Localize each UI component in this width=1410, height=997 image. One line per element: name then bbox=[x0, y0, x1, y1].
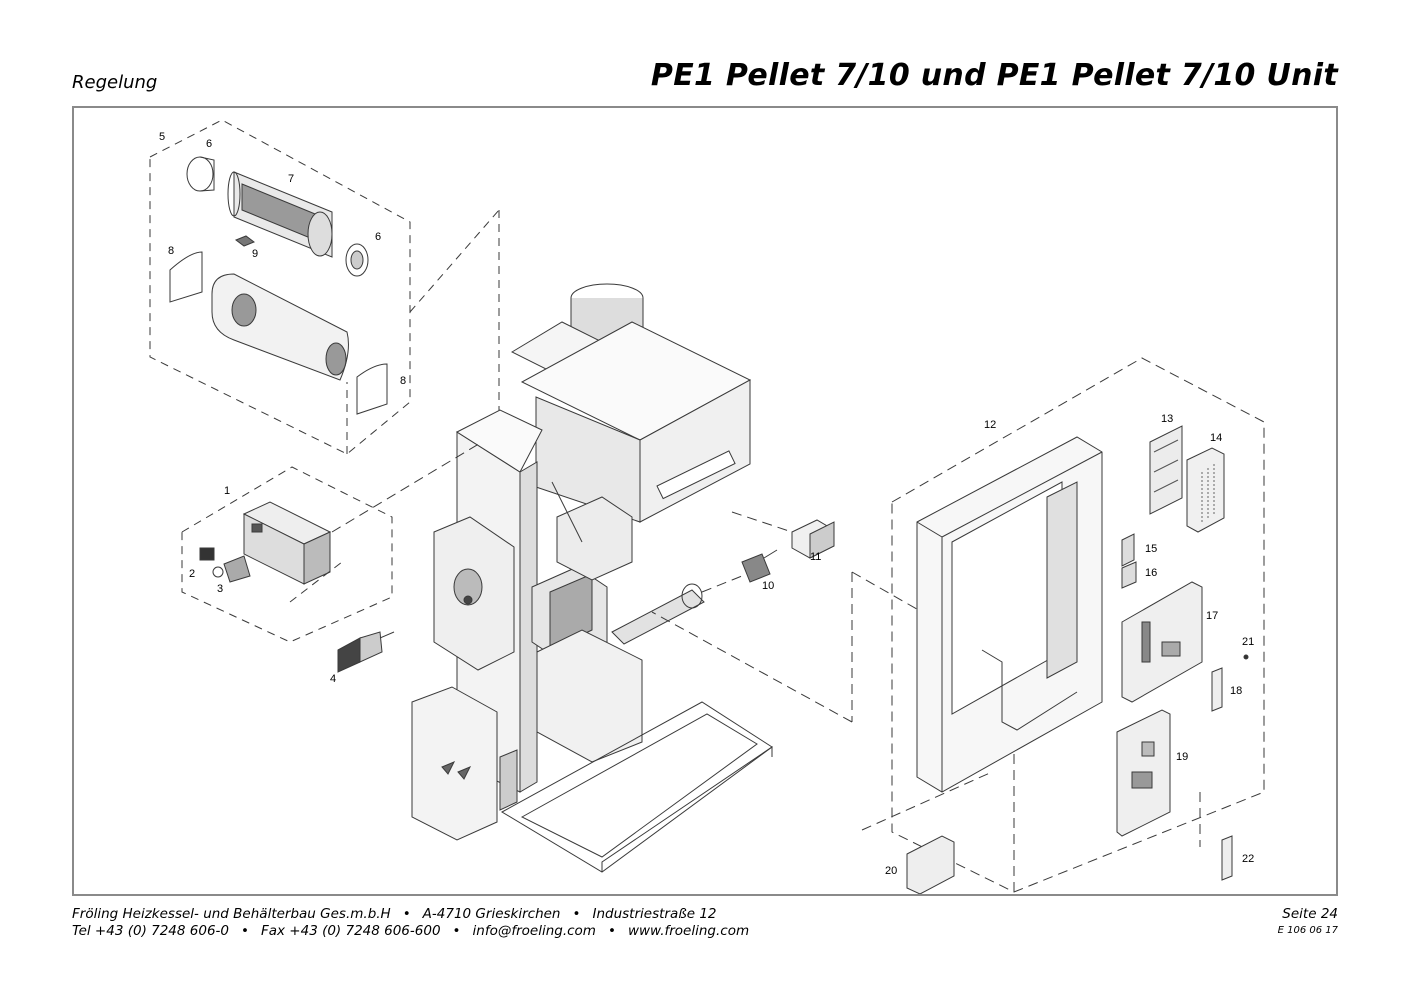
callout-4: 4 bbox=[330, 673, 336, 685]
section-label: Regelung bbox=[72, 72, 158, 93]
footer-line-2: Tel +43 (0) 7248 606-0•Fax +43 (0) 7248 … bbox=[72, 923, 750, 939]
boiler-assembly bbox=[411, 283, 773, 873]
callout-21: 21 bbox=[1242, 636, 1254, 648]
group-1-switch-box bbox=[181, 466, 395, 673]
document-title: PE1 Pellet 7/10 und PE1 Pellet 7/10 Unit bbox=[650, 58, 1338, 93]
callout-8a: 8 bbox=[168, 245, 174, 257]
callout-6a: 6 bbox=[206, 138, 212, 150]
callout-9: 9 bbox=[252, 248, 258, 260]
callout-20: 20 bbox=[885, 865, 897, 877]
company-address: A-4710 Grieskirchen bbox=[422, 906, 561, 922]
callout-6b: 6 bbox=[375, 231, 381, 243]
callout-7: 7 bbox=[288, 173, 294, 185]
email-address: info@froeling.com bbox=[472, 923, 596, 939]
callout-1: 1 bbox=[224, 485, 230, 497]
callout-11: 11 bbox=[810, 551, 821, 563]
callout-5: 5 bbox=[159, 131, 165, 143]
parts-10-11 bbox=[741, 519, 835, 583]
callout-13: 13 bbox=[1161, 413, 1173, 425]
callout-12: 12 bbox=[984, 419, 996, 431]
exploded-drawing-frame: 1 2 3 4 5 6 6 7 8 8 9 10 11 12 13 14 15 … bbox=[72, 106, 1338, 896]
callout-3: 3 bbox=[217, 583, 223, 595]
exploded-parts-drawing: 1 2 3 4 5 6 6 7 8 8 9 10 11 12 13 14 15 … bbox=[149, 119, 1265, 894]
group-5-display-unit bbox=[149, 119, 500, 455]
callout-14: 14 bbox=[1210, 432, 1222, 444]
website: www.froeling.com bbox=[627, 923, 750, 939]
page-number: Seite 24 bbox=[1282, 906, 1338, 922]
footer-contact: Fröling Heizkessel- und Behälterbau Ges.… bbox=[72, 906, 749, 940]
group-12-electronics bbox=[861, 357, 1265, 894]
callout-15: 15 bbox=[1145, 543, 1157, 555]
callout-22: 22 bbox=[1242, 853, 1254, 865]
company-street: Industriestraße 12 bbox=[592, 906, 717, 922]
phone-number: Tel +43 (0) 7248 606-0 bbox=[72, 923, 229, 939]
document-code: E 106 06 17 bbox=[1277, 925, 1338, 936]
callout-labels: 1 2 3 4 5 6 6 7 8 8 9 10 11 12 13 14 15 … bbox=[159, 131, 1254, 877]
callout-10: 10 bbox=[762, 580, 774, 592]
callout-18: 18 bbox=[1230, 685, 1242, 697]
callout-8b: 8 bbox=[400, 375, 406, 387]
leader-lines bbox=[331, 441, 923, 723]
callout-19: 19 bbox=[1176, 751, 1188, 763]
footer-line-1: Fröling Heizkessel- und Behälterbau Ges.… bbox=[72, 906, 717, 922]
callout-16: 16 bbox=[1145, 567, 1157, 579]
company-name: Fröling Heizkessel- und Behälterbau Ges.… bbox=[72, 906, 391, 922]
callout-17: 17 bbox=[1206, 610, 1218, 622]
fax-number: Fax +43 (0) 7248 606-600 bbox=[260, 923, 441, 939]
callout-2: 2 bbox=[189, 568, 195, 580]
